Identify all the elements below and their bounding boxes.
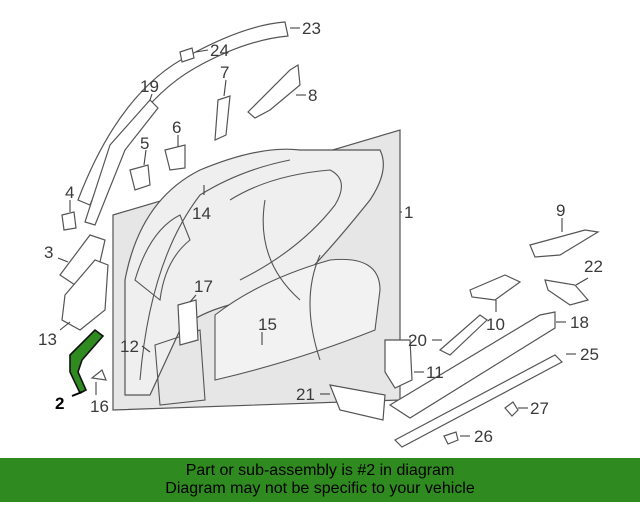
part-20-brace[interactable] xyxy=(438,314,488,356)
callout-13: 13 xyxy=(38,330,57,349)
part-26-plug[interactable] xyxy=(443,431,459,445)
callout-2: 2 xyxy=(55,394,64,413)
banner-line-1: Part or sub-assembly is #2 in diagram xyxy=(185,462,455,479)
part-1-side-panel[interactable] xyxy=(112,129,401,411)
part-5-bracket[interactable] xyxy=(129,164,151,191)
part-7-reinforcement[interactable] xyxy=(214,95,231,141)
callout-3: 3 xyxy=(44,243,53,262)
callout-15: 15 xyxy=(258,315,277,334)
callout-8: 8 xyxy=(308,86,317,105)
info-banner: Part or sub-assembly is #2 in diagram Di… xyxy=(0,458,640,502)
part-9-floor-panel[interactable] xyxy=(529,229,600,258)
callout-26: 26 xyxy=(474,427,493,446)
callout-27: 27 xyxy=(530,399,549,418)
callout-7: 7 xyxy=(220,63,229,82)
callout-20: 20 xyxy=(408,331,427,350)
callout-22: 22 xyxy=(584,257,603,276)
callout-6: 6 xyxy=(172,118,181,137)
callout-18: 18 xyxy=(570,313,589,332)
part-27-clip[interactable] xyxy=(504,401,519,417)
part-22-bracket[interactable] xyxy=(544,279,590,306)
callout-24: 24 xyxy=(210,41,229,60)
part-11-bracket[interactable] xyxy=(384,339,413,389)
callout-10: 10 xyxy=(486,315,505,334)
callout-17: 17 xyxy=(194,277,213,296)
part-24-clip[interactable] xyxy=(179,47,195,63)
callout-23: 23 xyxy=(302,19,321,38)
callout-9: 9 xyxy=(556,201,565,220)
callout-25: 25 xyxy=(580,345,599,364)
callout-1: 1 xyxy=(404,203,413,222)
part-2-highlighted[interactable] xyxy=(69,328,105,395)
part-10-panel[interactable] xyxy=(469,274,522,301)
part-13-hinge-reinforcement[interactable] xyxy=(61,259,109,331)
parts-diagram: 1 2 3 4 5 6 7 8 9 10 11 12 13 14 15 16 1… xyxy=(38,19,603,448)
callout-11: 11 xyxy=(426,363,444,382)
callout-21: 21 xyxy=(296,385,315,404)
part-17-bracket[interactable] xyxy=(177,299,199,346)
callout-5: 5 xyxy=(140,134,149,153)
part-18-rocker[interactable] xyxy=(388,311,556,419)
callout-4: 4 xyxy=(65,183,74,202)
banner-line-2: Diagram may not be specific to your vehi… xyxy=(165,480,475,497)
part-25-molding[interactable] xyxy=(394,354,563,448)
part-6-bracket[interactable] xyxy=(164,144,186,171)
part-8-bracket[interactable] xyxy=(247,63,301,119)
part-16-plug[interactable] xyxy=(90,369,107,381)
part-21-bracket[interactable] xyxy=(329,384,386,421)
part-3-hinge-pillar[interactable] xyxy=(59,234,106,286)
callout-19: 19 xyxy=(140,77,159,96)
callout-12: 12 xyxy=(120,337,139,356)
callout-14: 14 xyxy=(192,204,211,223)
part-4-bracket[interactable] xyxy=(61,211,77,231)
callout-16: 16 xyxy=(90,397,109,416)
